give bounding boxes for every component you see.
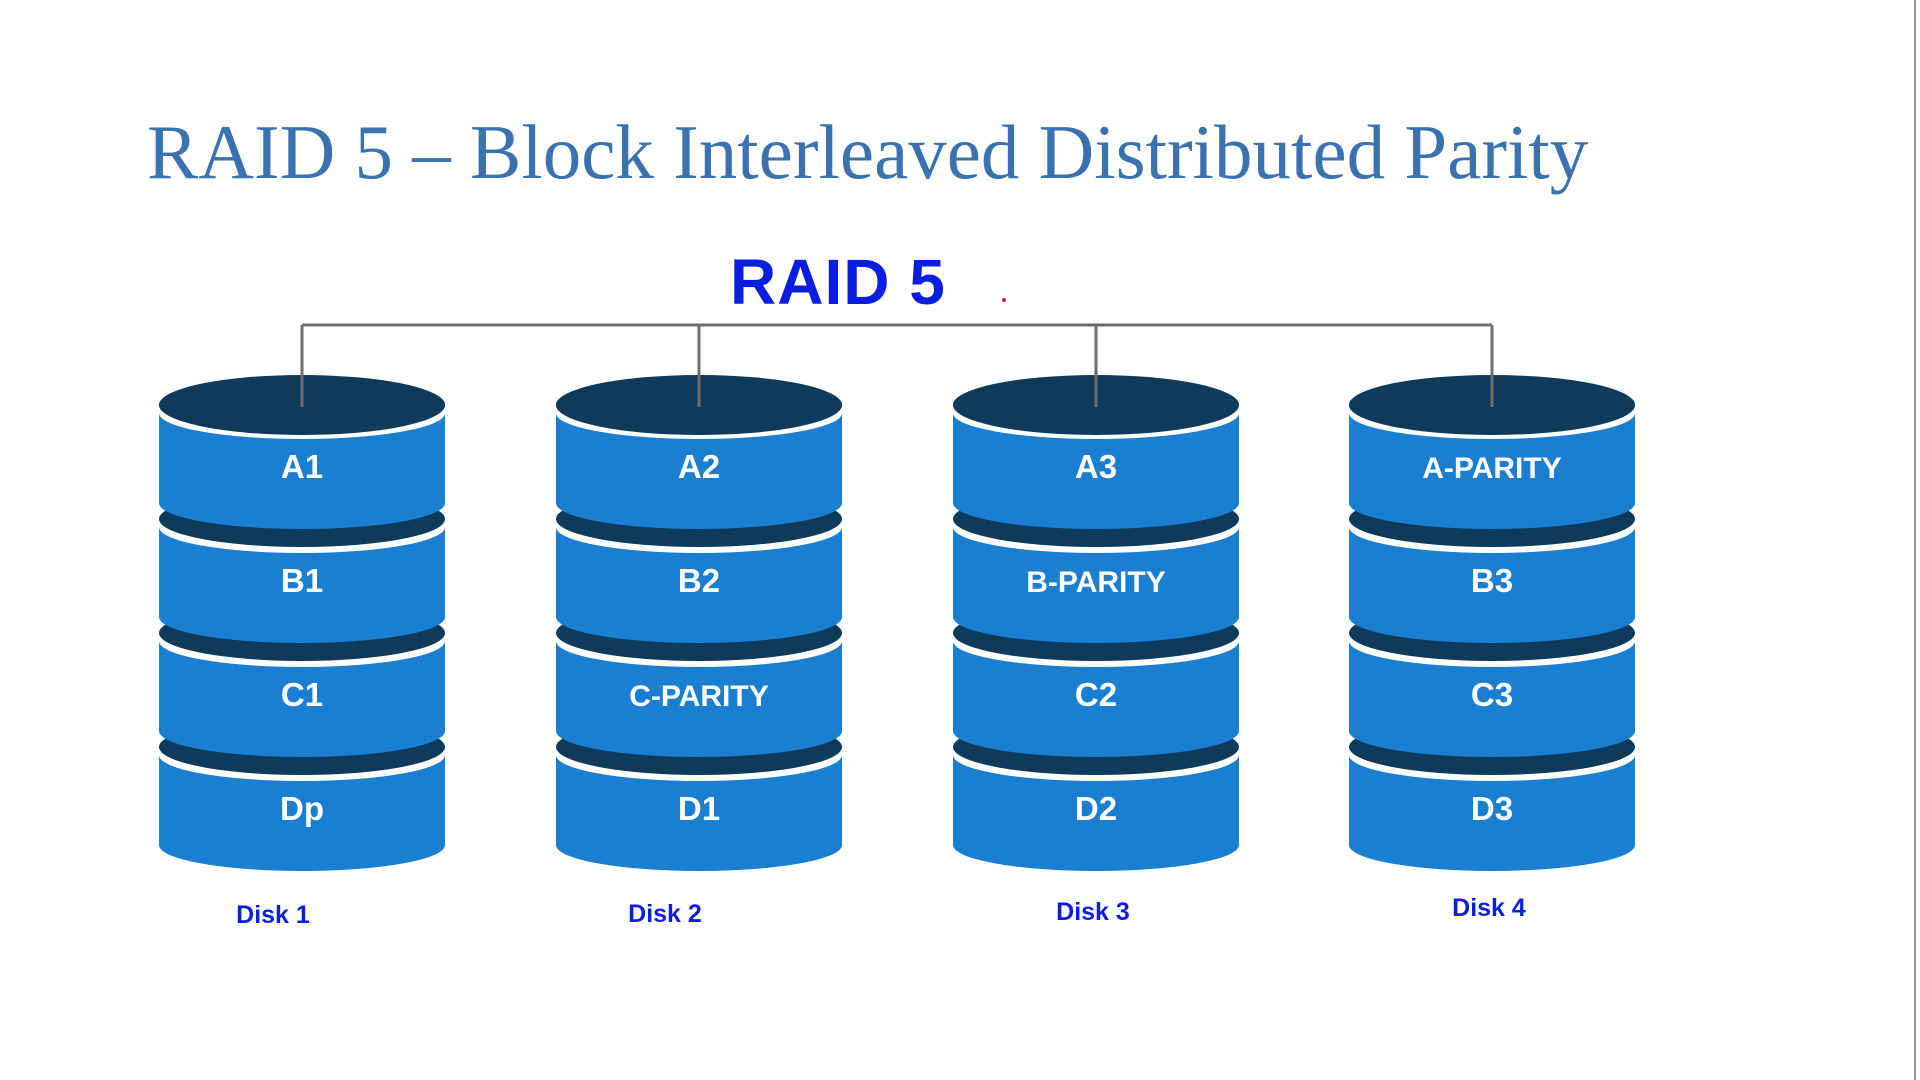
- disk-cylinder-3: D2 C2 B-PARITY A3: [953, 375, 1239, 871]
- block-label: D1: [678, 790, 720, 827]
- window-edge: [1914, 0, 1916, 1080]
- block-label: A2: [678, 448, 720, 485]
- block-body: [1349, 413, 1635, 529]
- block-label: A3: [1075, 448, 1117, 485]
- block-body: [1349, 641, 1635, 757]
- block-label: C-PARITY: [629, 680, 768, 713]
- block-body: [159, 755, 445, 871]
- block-body: [159, 641, 445, 757]
- block-body: [556, 413, 842, 529]
- block-body: [556, 755, 842, 871]
- block-body: [556, 527, 842, 643]
- block-body: [556, 641, 842, 757]
- block-label: D2: [1075, 790, 1117, 827]
- block-body: [953, 755, 1239, 871]
- block-body: [1349, 527, 1635, 643]
- disk-cylinder-4: D3 C3 B3 A-PARITY: [1349, 375, 1635, 871]
- block-label: A1: [281, 448, 323, 485]
- block-label: Dp: [280, 790, 324, 827]
- block-label: D3: [1471, 790, 1513, 827]
- block-label: B3: [1471, 562, 1513, 599]
- block-label: B1: [281, 562, 323, 599]
- block-label: C2: [1075, 676, 1117, 713]
- disk-label-1: Disk 1: [236, 901, 310, 929]
- block-body: [953, 641, 1239, 757]
- disk-label-3: Disk 3: [1056, 898, 1130, 926]
- block-body: [159, 527, 445, 643]
- block-body: [1349, 755, 1635, 871]
- block-body: [159, 413, 445, 529]
- connector-lines: [300, 323, 1494, 407]
- slide-title: RAID 5 – Block Interleaved Distributed P…: [147, 109, 1589, 195]
- disk-cylinder-1: Dp C1 B1 A1: [159, 375, 445, 871]
- block-label: C3: [1471, 676, 1513, 713]
- red-dot-mark: [1002, 298, 1006, 302]
- diagram-title: RAID 5: [730, 246, 946, 318]
- disk-label-2: Disk 2: [628, 900, 702, 928]
- block-label: B-PARITY: [1026, 566, 1165, 599]
- block-label: C1: [281, 676, 323, 713]
- disk-label-4: Disk 4: [1452, 894, 1526, 922]
- block-body: [953, 413, 1239, 529]
- block-label: A-PARITY: [1422, 452, 1561, 485]
- disk-cylinder-2: D1 C-PARITY B2 A2: [556, 375, 842, 871]
- block-body: [953, 527, 1239, 643]
- block-label: B2: [678, 562, 720, 599]
